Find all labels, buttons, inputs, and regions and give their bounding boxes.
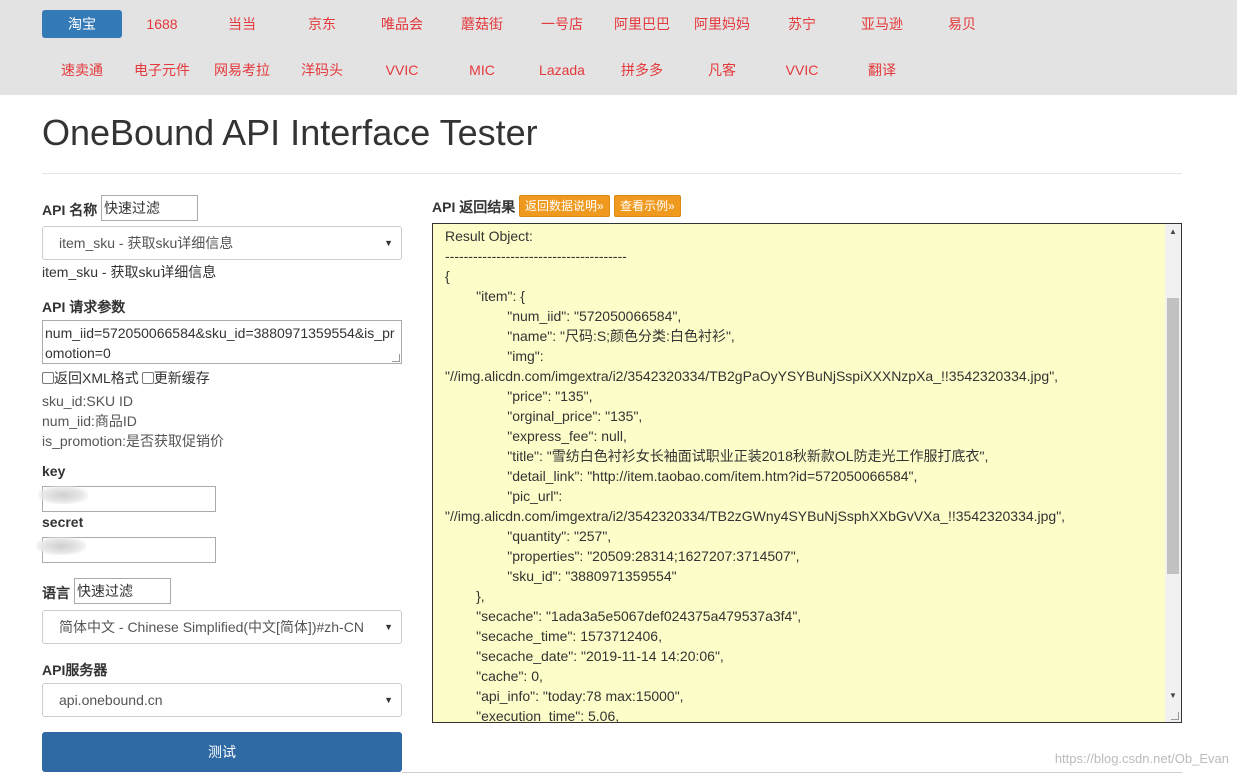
server-select[interactable]: api.onebound.cn ▼: [42, 683, 402, 717]
result-textarea[interactable]: Result Object: --------------------------…: [432, 223, 1182, 723]
result-line: },: [445, 588, 485, 604]
test-button[interactable]: 测试: [42, 732, 402, 772]
result-line: "num_iid": "572050066584",: [445, 308, 682, 324]
options-row: 返回XML格式更新缓存: [42, 368, 210, 388]
nav-link[interactable]: VVIC: [785, 62, 819, 78]
params-label: API 请求参数: [42, 299, 126, 315]
redacted-secret: [36, 537, 86, 555]
nav-link[interactable]: 易贝: [948, 16, 976, 32]
secret-label: secret: [42, 514, 84, 530]
language-filter-input[interactable]: 快速过滤: [74, 578, 171, 604]
param-note-sku: sku_id:SKU ID: [42, 393, 134, 409]
params-value: num_iid=572050066584&sku_id=388097135955…: [45, 325, 395, 361]
result-line: "properties": "20509:28314;1627207:37145…: [445, 548, 800, 564]
nav-link[interactable]: 阿里巴巴: [614, 16, 670, 32]
result-line: "price": "135",: [445, 388, 593, 404]
nav-link[interactable]: 当当: [228, 16, 256, 32]
nav-link[interactable]: 速卖通: [61, 62, 103, 78]
nav-link[interactable]: VVIC: [385, 62, 419, 78]
result-line: Result Object:: [445, 228, 533, 244]
nav-link[interactable]: 阿里妈妈: [694, 16, 750, 32]
top-nav: 淘宝 1688 当当 京东 唯品会 蘑菇街 一号店 阿里巴巴 阿里妈妈 苏宁 亚马逊 易贝 速卖通 电子…: [0, 0, 1237, 95]
api-select[interactable]: item_sku - 获取sku详细信息 ▼: [42, 226, 402, 260]
nav-link[interactable]: 一号店: [541, 16, 583, 32]
result-line: "img":: [445, 348, 544, 364]
divider: [42, 173, 1182, 174]
page-title: OneBound API Interface Tester: [42, 112, 538, 153]
nav-link[interactable]: 苏宁: [788, 16, 816, 32]
params-textarea[interactable]: num_iid=572050066584&sku_id=388097135955…: [42, 320, 402, 364]
result-line: "title": "雪纺白色衬衫女长袖面试职业正装2018秋新款OL防走光工作服…: [445, 448, 989, 464]
server-select-value: api.onebound.cn: [59, 692, 163, 708]
result-line: "name": "尺码:S;颜色分类:白色衬衫",: [445, 328, 735, 344]
result-line: "item": {: [445, 288, 525, 304]
nav-link[interactable]: 淘宝: [42, 10, 122, 38]
param-note-numiid: num_iid:商品ID: [42, 413, 137, 429]
example-button[interactable]: 查看示例»: [614, 195, 681, 217]
result-line: "sku_id": "3880971359554": [445, 568, 677, 584]
result-line: ---------------------------------------: [445, 248, 627, 264]
language-label: 语言: [42, 585, 70, 601]
chevron-down-icon: ▼: [384, 622, 393, 632]
nav-link[interactable]: MIC: [469, 62, 495, 78]
param-note-promotion: is_promotion:是否获取促销价: [42, 433, 225, 449]
cache-checkbox[interactable]: [141, 372, 154, 384]
nav-link[interactable]: 翻译: [868, 62, 896, 78]
result-line: "quantity": "257",: [445, 528, 612, 544]
api-select-value: item_sku - 获取sku详细信息: [59, 235, 234, 251]
api-name-label: API 名称: [42, 202, 98, 218]
result-line: {: [445, 268, 450, 284]
result-line: "secache_time": 1573712406,: [445, 628, 662, 644]
nav-link[interactable]: 电子元件: [134, 62, 190, 78]
nav-link[interactable]: 1688: [146, 16, 178, 32]
result-label: API 返回结果: [432, 199, 516, 215]
result-line: "api_info": "today:78 max:15000",: [445, 688, 684, 704]
nav-link[interactable]: 亚马逊: [861, 16, 903, 32]
cache-checkbox-label: 更新缓存: [153, 370, 210, 386]
key-label: key: [42, 463, 66, 479]
result-line: "//img.alicdn.com/imgextra/i2/3542320334…: [445, 368, 1059, 384]
result-content: Result Object: --------------------------…: [445, 226, 1165, 723]
chevron-down-icon: ▼: [384, 238, 393, 248]
nav-link[interactable]: 京东: [308, 16, 336, 32]
nav-link[interactable]: 蘑菇街: [461, 16, 503, 32]
resize-handle-icon[interactable]: [1171, 712, 1179, 720]
bottom-divider: [402, 772, 1182, 773]
scroll-down-icon[interactable]: ▼: [1169, 691, 1177, 700]
language-select-value: 简体中文 - Chinese Simplified(中文[简体])#zh-CN: [59, 619, 364, 635]
language-select[interactable]: 简体中文 - Chinese Simplified(中文[简体])#zh-CN …: [42, 610, 402, 644]
result-line: "//img.alicdn.com/imgextra/i2/3542320334…: [445, 508, 1066, 524]
nav-link[interactable]: 拼多多: [621, 62, 663, 78]
xml-checkbox[interactable]: [42, 372, 54, 384]
nav-link[interactable]: 洋码头: [301, 62, 343, 78]
result-line: "secache": "1ada3a5e5067def024375a479537…: [445, 608, 802, 624]
api-filter-input[interactable]: 快速过滤: [101, 195, 198, 221]
chevron-down-icon: ▼: [384, 695, 393, 705]
watermark: https://blog.csdn.net/Ob_Evan: [1054, 751, 1229, 766]
result-scrollbar[interactable]: ▲ ▼: [1165, 224, 1181, 722]
xml-checkbox-label: 返回XML格式: [54, 370, 139, 386]
nav-link[interactable]: 唯品会: [381, 16, 423, 32]
api-description: item_sku - 获取sku详细信息: [42, 264, 217, 280]
resize-handle-icon[interactable]: [392, 354, 400, 362]
result-line: "orginal_price": "135",: [445, 408, 643, 424]
scroll-thumb[interactable]: [1167, 298, 1179, 574]
result-line: "execution_time": 5.06,: [445, 708, 620, 723]
result-line: "express_fee": null,: [445, 428, 627, 444]
result-line: "secache_date": "2019-11-14 14:20:06",: [445, 648, 724, 664]
result-doc-button[interactable]: 返回数据说明»: [519, 195, 610, 217]
result-line: "pic_url":: [445, 488, 563, 504]
result-line: "detail_link": "http://item.taobao.com/i…: [445, 468, 918, 484]
result-line: "cache": 0,: [445, 668, 543, 684]
scroll-up-icon[interactable]: ▲: [1169, 227, 1177, 236]
nav-link[interactable]: Lazada: [539, 62, 585, 78]
nav-link[interactable]: 凡客: [708, 62, 736, 78]
server-label: API服务器: [42, 662, 108, 678]
nav-link[interactable]: 网易考拉: [214, 62, 270, 78]
redacted-key: [38, 486, 88, 504]
